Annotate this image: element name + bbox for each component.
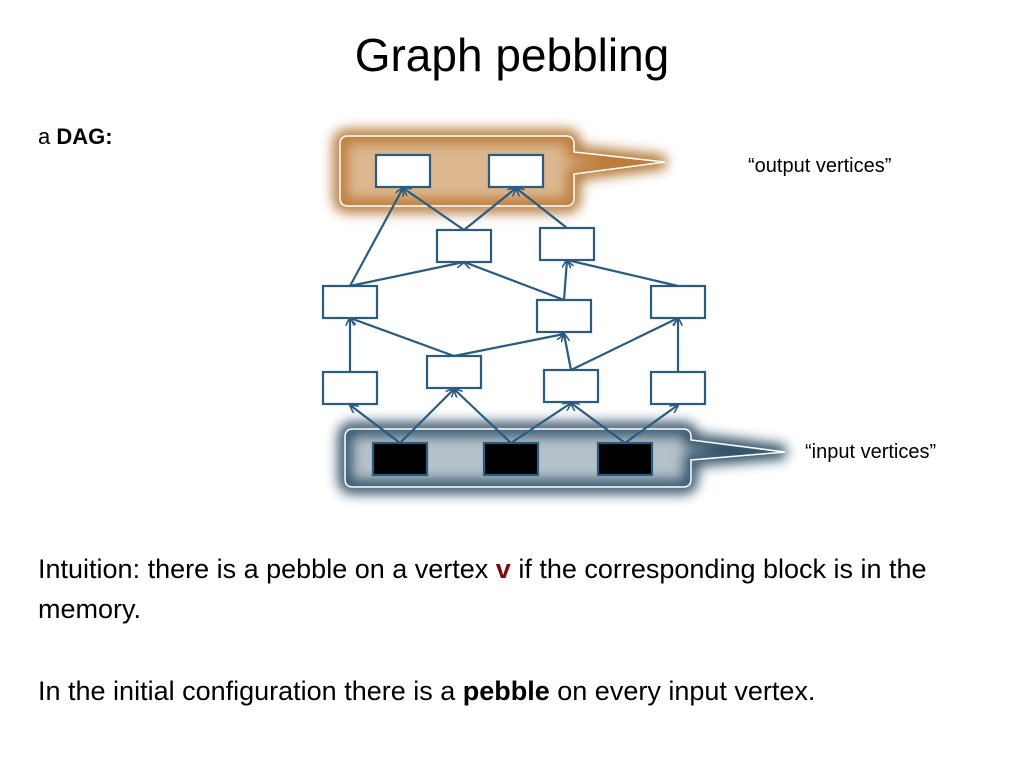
input-vertex	[596, 441, 654, 477]
vertex-v: v	[495, 554, 511, 584]
input-vertices-callout: “input vertices”	[805, 441, 937, 463]
edge	[463, 188, 516, 231]
edge	[464, 262, 565, 302]
intuition-text-before: Intuition: there is a pebble on a vertex	[38, 554, 496, 584]
vertex	[649, 284, 707, 320]
edge	[349, 188, 403, 287]
initial-text-after: on every input vertex.	[549, 676, 816, 706]
vertex	[542, 368, 600, 404]
dag-label-bold: DAG:	[56, 124, 113, 149]
edge	[350, 405, 401, 444]
intuition-text-after: if the corresponding block is in the mem…	[38, 554, 927, 624]
edge	[349, 262, 464, 288]
edge	[453, 334, 564, 358]
pebble-word: pebble	[462, 676, 550, 706]
edge	[403, 188, 465, 231]
input-vertex	[482, 441, 540, 477]
vertex	[538, 226, 596, 262]
edge	[571, 403, 626, 444]
input-highlight	[338, 422, 786, 494]
vertex	[425, 354, 483, 390]
vertex	[321, 370, 379, 406]
nodes	[321, 153, 707, 477]
edge	[624, 405, 678, 444]
edge	[567, 260, 679, 288]
output-vertex	[374, 153, 432, 189]
slide-title: Graph pebbling	[354, 29, 670, 81]
edge	[399, 389, 454, 444]
edge	[510, 403, 571, 444]
initial-text-before: In the initial configuration there is a	[38, 676, 463, 706]
edge	[454, 389, 512, 444]
vertex	[535, 298, 593, 334]
dag-label: a DAG:	[38, 124, 113, 150]
edge	[516, 188, 568, 229]
output-vertex	[487, 153, 545, 189]
edge	[564, 334, 573, 371]
initial-config-paragraph: In the initial configuration there is a …	[38, 671, 998, 711]
dag-label-prefix: a	[38, 124, 51, 149]
vertex	[649, 370, 707, 406]
input-vertex	[371, 441, 429, 477]
edge	[570, 318, 678, 371]
edge	[350, 318, 455, 358]
edge	[564, 260, 567, 301]
edges	[349, 188, 679, 444]
vertex	[321, 284, 379, 320]
vertex	[435, 228, 493, 264]
intuition-paragraph: Intuition: there is a pebble on a vertex…	[38, 549, 998, 629]
output-vertices-callout: “output vertices”	[748, 155, 892, 177]
